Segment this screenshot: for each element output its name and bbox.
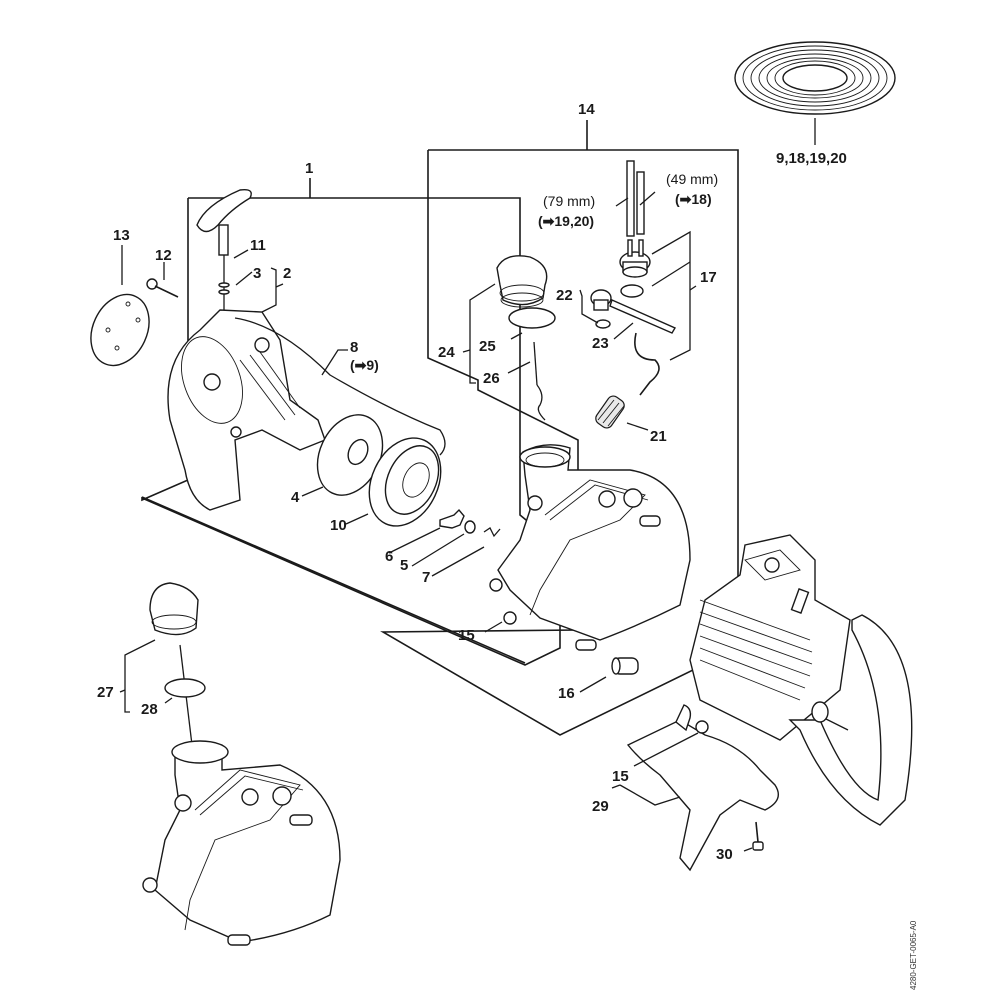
starter-cover-disk: [90, 293, 150, 367]
callout-6: 6: [385, 548, 393, 565]
callout-17: 17: [700, 269, 717, 286]
hose-spool: [734, 41, 896, 145]
pawl: [439, 508, 465, 529]
fuel-filter: [595, 395, 625, 429]
callout-30: 30: [716, 846, 733, 863]
fuel-hoses: [626, 160, 645, 237]
engine-shroud: [626, 704, 779, 872]
callout-5: 5: [400, 557, 408, 574]
callout-25: 25: [479, 338, 496, 355]
callout-24: 24: [438, 344, 455, 361]
callout-3: 3: [253, 265, 261, 282]
starter-housing: [167, 309, 326, 511]
callout-21: 21: [650, 428, 667, 445]
hose-long-ref: (➡19,20): [538, 213, 594, 229]
washer: [464, 520, 476, 534]
callout-28: 28: [141, 701, 158, 718]
tank-cap-lower: [149, 582, 199, 746]
callout-29: 29: [592, 798, 609, 815]
callout-1: 1: [305, 160, 313, 177]
bushing-15: [503, 611, 517, 625]
screw-30: [752, 821, 764, 851]
bushing-15-engine: [695, 720, 709, 734]
hose-long-length: (79 mm): [543, 193, 595, 209]
callout-27: 27: [97, 684, 114, 701]
callout-4: 4: [291, 489, 300, 506]
tank-valve: [590, 289, 612, 329]
bushing-16: [611, 657, 639, 675]
spring-clip: [483, 527, 501, 538]
callout-spool: 9,18,19,20: [776, 150, 847, 167]
fuel-tank-lower: [142, 740, 341, 946]
cap-o-ring-lower: [164, 678, 206, 698]
callout-13: 13: [113, 227, 130, 244]
reference-code: 4280-GET-0065-A0: [909, 920, 918, 990]
group-1-boundary: [141, 178, 561, 666]
screw-12: [146, 278, 179, 298]
callout-15-tank: 15: [458, 627, 475, 644]
hose-short-ref: (➡18): [675, 191, 712, 207]
callout-7: 7: [422, 569, 430, 586]
engine: [689, 534, 913, 826]
callout-10: 10: [330, 517, 347, 534]
callout-8-ref: (➡9): [350, 357, 379, 373]
callout-14: 14: [578, 101, 595, 118]
callout-12: 12: [155, 247, 172, 264]
starter-grip: [196, 188, 252, 312]
callout-16: 16: [558, 685, 575, 702]
tank-cap: [496, 255, 548, 308]
callout-26: 26: [483, 370, 500, 387]
rope-rotor: [368, 437, 442, 527]
retainer-cord: [533, 341, 546, 421]
fuel-pickup-fitting: [619, 239, 651, 298]
hose-short-length: (49 mm): [666, 171, 718, 187]
callout-15-engine: 15: [612, 768, 629, 785]
callout-23: 23: [592, 335, 609, 352]
starter-rope: [234, 317, 446, 456]
callout-2: 2: [283, 265, 291, 282]
fuel-tank: [489, 444, 691, 651]
callout-22: 22: [556, 287, 573, 304]
callout-8: 8: [350, 339, 358, 356]
cap-o-ring: [508, 307, 556, 329]
leader-lines: [119, 191, 753, 852]
callout-11: 11: [250, 237, 266, 254]
vent-hose: [609, 299, 677, 334]
suction-hose: [634, 332, 660, 396]
